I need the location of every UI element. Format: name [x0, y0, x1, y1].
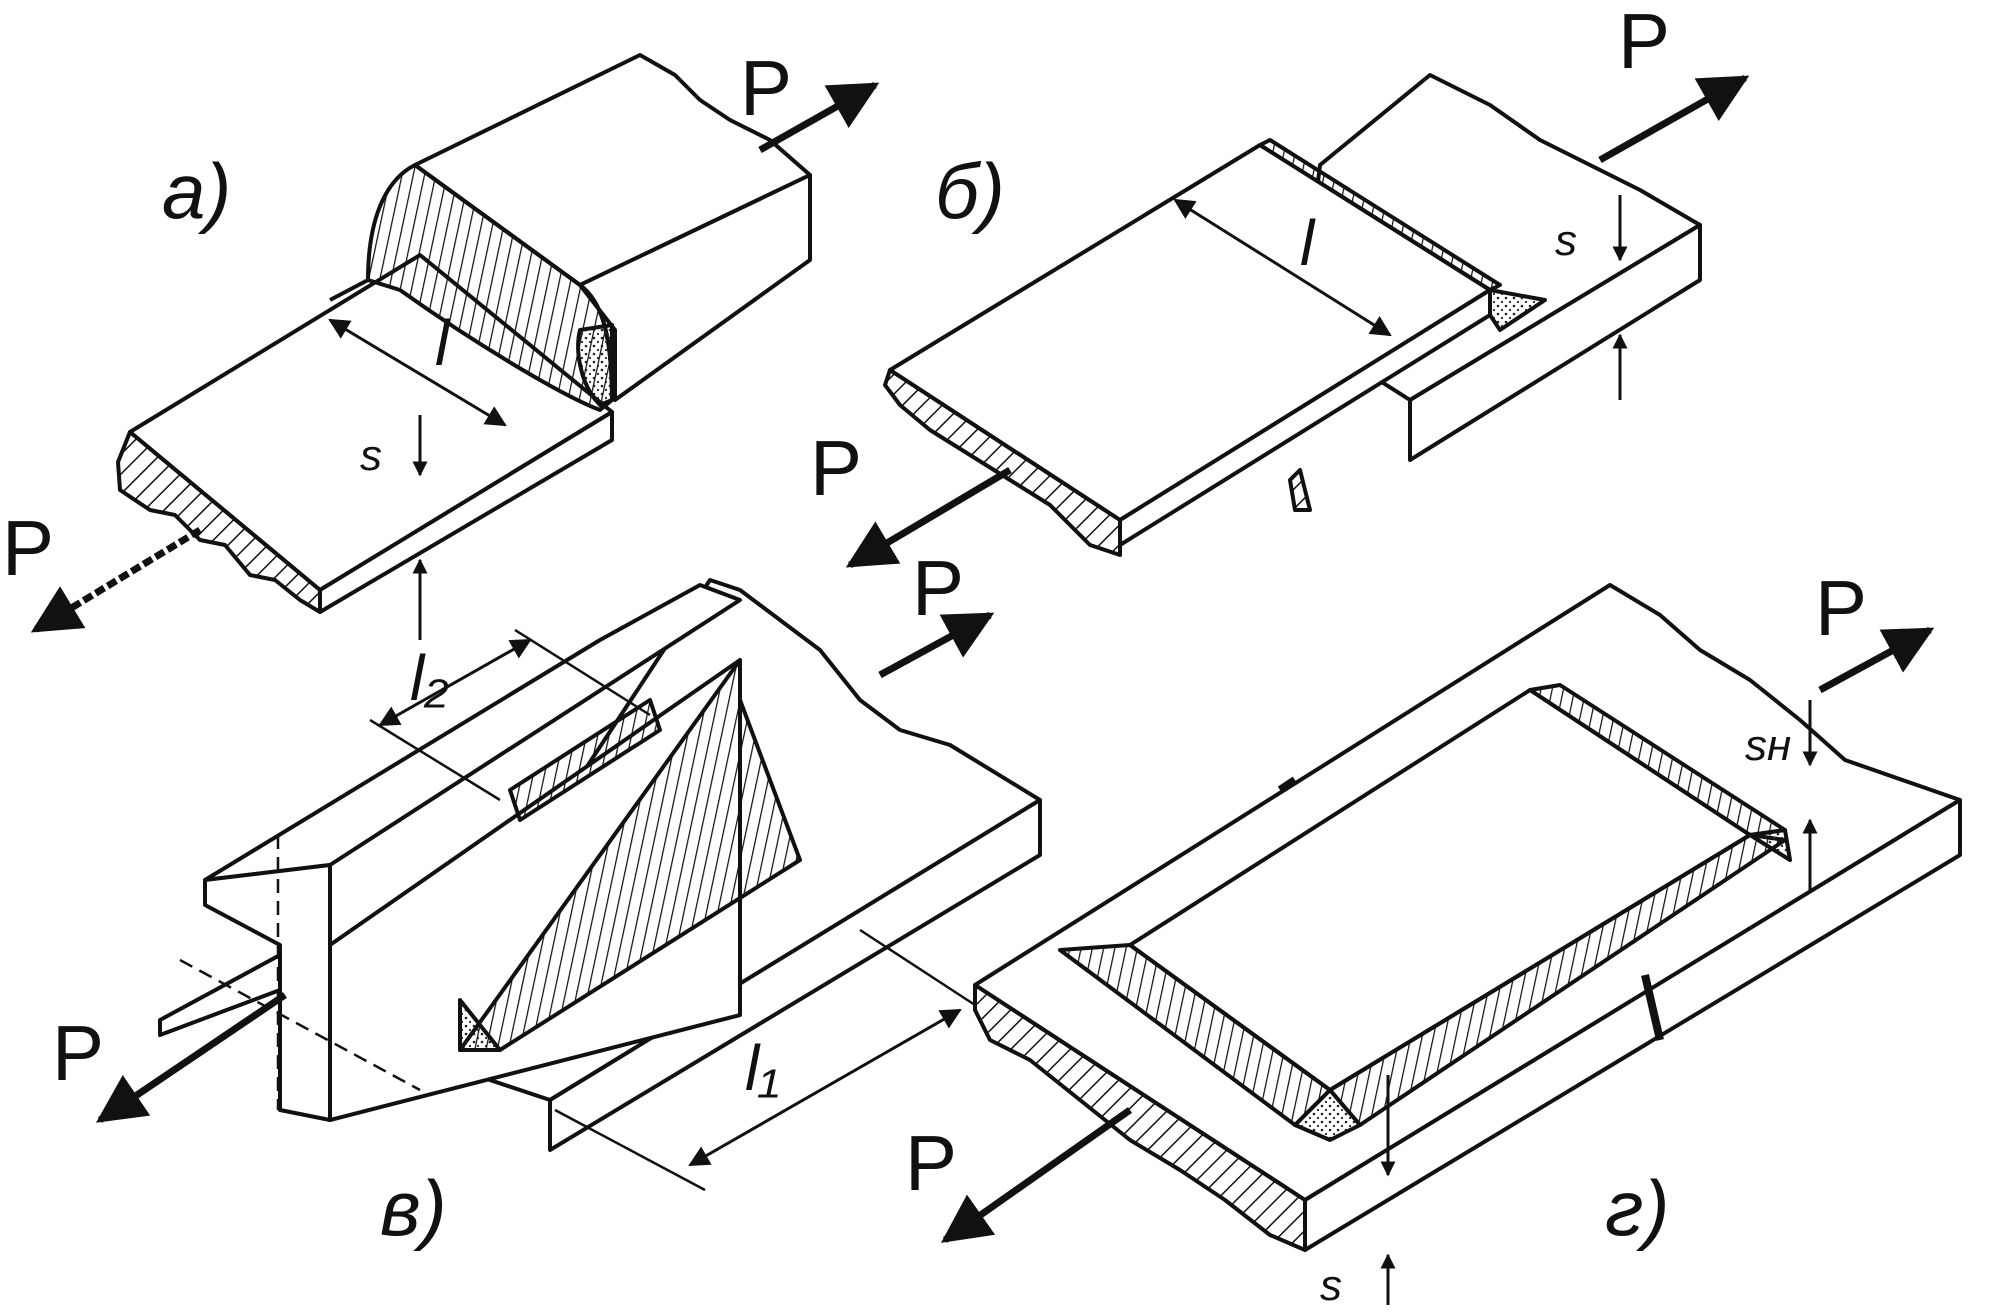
- cross-section-hatch: [973, 983, 1307, 1252]
- caption-g: г): [1605, 1164, 1669, 1252]
- caption-v: в): [380, 1164, 447, 1252]
- force-arrow-a-left: [30, 527, 202, 633]
- panel-a: [30, 53, 880, 640]
- force-arrow-g-right: [1818, 626, 1935, 694]
- weld-root: [1748, 828, 1792, 862]
- weld-root: [1488, 288, 1547, 332]
- weld-root: [458, 998, 502, 1052]
- force-arrow-b-left: [845, 466, 1012, 569]
- weld-root: [576, 323, 614, 407]
- dim-l2-v: l₂: [410, 642, 449, 714]
- force-label-g-left: P: [905, 1119, 957, 1207]
- caption-b: б): [935, 147, 1005, 235]
- weld-bead-top: [508, 698, 662, 822]
- dim-sn-g: sн: [1745, 721, 1791, 770]
- caption-a: а): [162, 147, 231, 235]
- force-label-b-left: P: [810, 424, 862, 512]
- force-arrow-v-right: [878, 611, 995, 679]
- force-label-b-right: P: [1618, 0, 1670, 85]
- force-arrow-b-right: [1598, 74, 1750, 164]
- force-label-a-left: P: [2, 504, 54, 592]
- panel-b: [845, 73, 1750, 569]
- panel-g: [940, 583, 1962, 1305]
- force-label-g-right: P: [1815, 564, 1867, 652]
- weld-under: [1288, 468, 1312, 512]
- dim-l-a: l: [435, 307, 451, 379]
- force-arrow-v-left: [95, 992, 287, 1123]
- dim-s-a: s: [360, 431, 382, 480]
- dim-l1-v: l₁: [745, 1032, 779, 1104]
- force-label-v-right: P: [912, 544, 964, 632]
- force-label-a-right: P: [740, 44, 792, 132]
- dim-s-b: s: [1555, 216, 1577, 265]
- cross-section-hatch: [116, 430, 322, 614]
- weld-root: [1293, 1088, 1362, 1142]
- force-arrow-a-right: [758, 81, 880, 154]
- panel-v: [95, 578, 1042, 1192]
- force-label-v-left: P: [52, 1009, 104, 1097]
- dim-s-g: s: [1320, 1261, 1342, 1310]
- dim-l-b: l: [1300, 207, 1316, 279]
- force-arrow-g-left: [940, 1107, 1133, 1243]
- cross-section-hatch: [883, 368, 1122, 557]
